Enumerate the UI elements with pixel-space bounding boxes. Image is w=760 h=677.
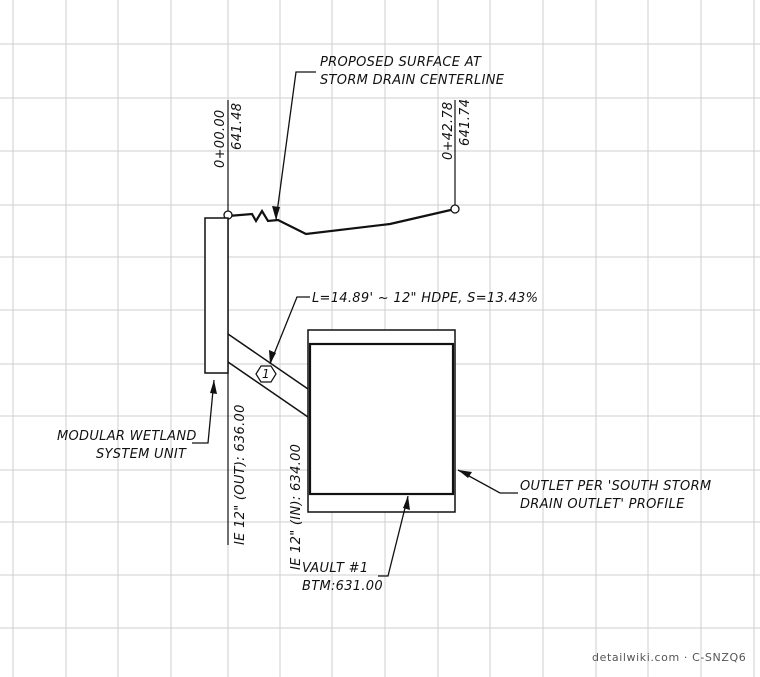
proposed-surface-line [227, 207, 456, 236]
outlet-leader [457, 469, 518, 494]
pipe-tag-number: 1 [262, 367, 270, 381]
wetland-unit [204, 217, 229, 374]
vault-label-2: BTM:631.00 [302, 579, 383, 594]
vault-label-1: VAULT #1 [302, 561, 368, 576]
ie-out-label: IE 12" (OUT): 636.00 [233, 404, 248, 545]
station-end-label: 0+42.78 [441, 102, 456, 160]
pipe-label: L=14.89' ~ 12" HDPE, S=13.43% [312, 291, 538, 306]
wetland-leader-arrow [210, 380, 217, 394]
surface-end-node [450, 204, 460, 214]
vault-outer [307, 329, 456, 513]
wetland-label-1: MODULAR WETLAND [57, 429, 197, 444]
proposed-surface-label-2: STORM DRAIN CENTERLINE [320, 73, 505, 88]
vault-inner [308, 342, 455, 496]
vault-leader-arrow [403, 496, 410, 510]
elev-start-label: 641.48 [230, 103, 245, 150]
pipe-bottom [227, 361, 309, 418]
outlet-label-1: OUTLET PER 'SOUTH STORM [520, 479, 711, 494]
watermark: detailwiki.com · C-SNZQ6 [592, 651, 746, 664]
pipe-leader [269, 296, 310, 365]
proposed-surface-label-1: PROPOSED SURFACE AT [320, 55, 482, 70]
surface-leader [275, 71, 316, 221]
elev-end-label: 641.74 [458, 99, 473, 146]
outlet-leader-arrow [458, 470, 472, 478]
wetland-leader [192, 379, 215, 444]
surface-leader-arrow [272, 206, 280, 220]
station-start-label: 0+00.00 [213, 110, 228, 168]
vault-leader [378, 495, 409, 577]
pipe-tag [255, 365, 277, 383]
ie-in-label: IE 12" (IN): 634.00 [289, 444, 304, 570]
outlet-label-2: DRAIN OUTLET' PROFILE [520, 497, 685, 512]
pipe-leader-arrow [269, 350, 276, 364]
pipe-top [227, 333, 309, 390]
wetland-label-2: SYSTEM UNIT [96, 447, 187, 462]
